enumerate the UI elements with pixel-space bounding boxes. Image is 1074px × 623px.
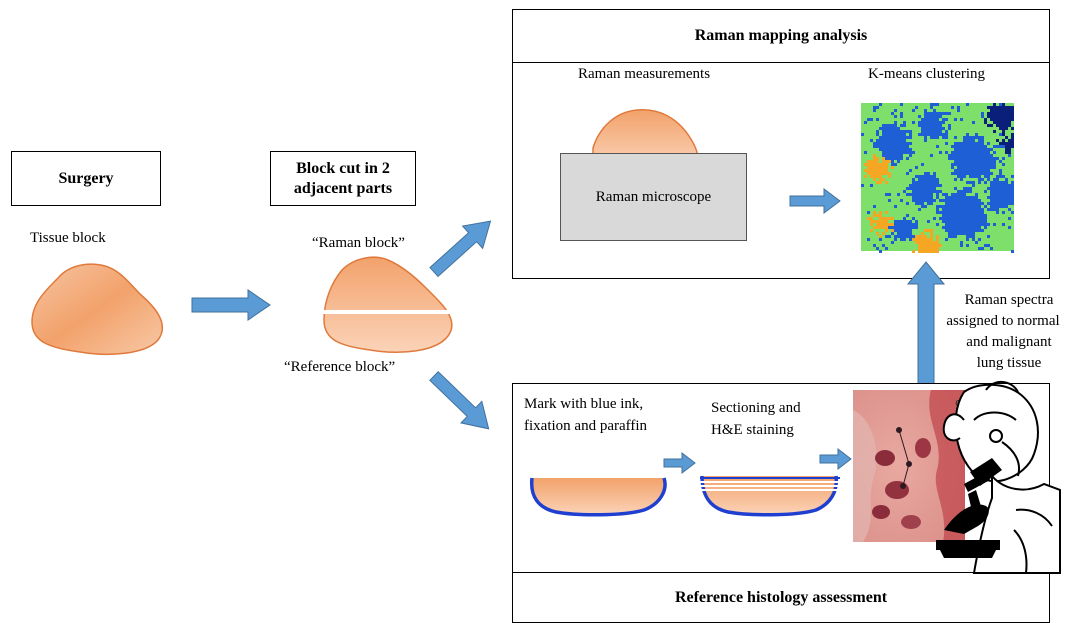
surgery-box: Surgery [11, 151, 161, 206]
cut-tissue-block [322, 256, 460, 353]
inked-tissue-shape [529, 477, 667, 517]
section-label-2: H&E staining [711, 422, 794, 438]
arrow-to-reference [429, 370, 490, 430]
tissue-block-shape [31, 263, 164, 356]
arrow-to-raman [429, 220, 492, 278]
link-label-2: assigned to normal [946, 313, 1060, 329]
reference-panel-header: Reference histology assessment [512, 572, 1050, 623]
tissue-block-label: Tissue block [30, 230, 106, 246]
mark-label-2: fixation and paraffin [524, 418, 648, 434]
block-cut-title-1: Block cut in 2 [296, 159, 390, 177]
section-label-1: Sectioning and [711, 400, 801, 416]
link-label-3: and malignant [966, 334, 1052, 350]
raman-measurements-label: Raman measurements [578, 66, 711, 82]
mark-label-1: Mark with blue ink, [524, 396, 644, 412]
link-label-1: Raman spectra [964, 292, 1054, 308]
kmeans-cluster-map [861, 103, 1014, 253]
block-cut-title-2: adjacent parts [293, 179, 393, 197]
surgery-title: Surgery [58, 169, 114, 187]
raman-microscope-box: Raman microscope [560, 153, 747, 241]
reference-panel-title: Reference histology assessment [674, 588, 888, 606]
raman-panel-header: Raman mapping analysis [512, 9, 1050, 63]
sectioned-tissue-shape [700, 475, 840, 517]
block-cut-box: Block cut in 2 adjacent parts [270, 151, 416, 206]
arrow-microscope-to-cluster [789, 188, 841, 214]
link-label-4: lung tissue [976, 355, 1042, 371]
arrow-ink-to-section [663, 451, 696, 475]
kmeans-label: K-means clustering [868, 66, 986, 82]
arrow-surgery-to-cut [191, 289, 271, 321]
reference-block-label: “Reference block” [284, 359, 396, 375]
raman-microscope-label: Raman microscope [595, 188, 712, 205]
raman-block-label: “Raman block” [312, 235, 405, 251]
raman-panel-title: Raman mapping analysis [694, 27, 868, 44]
arrow-section-to-histology [819, 447, 852, 471]
scientist-microscope-icon [936, 381, 1061, 574]
